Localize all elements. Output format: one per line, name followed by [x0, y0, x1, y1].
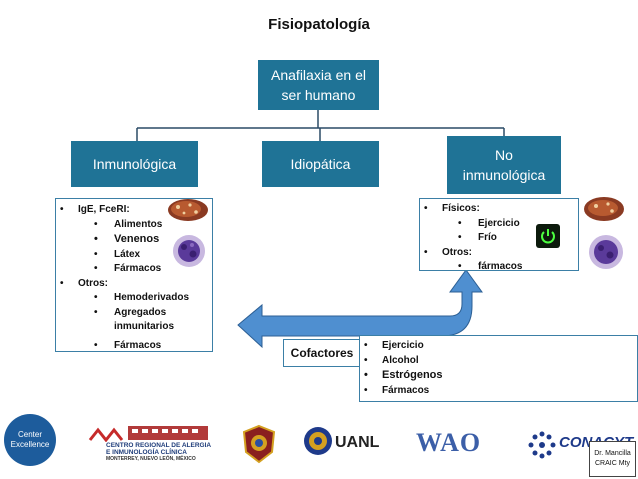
author-note-line2: CRAIC Mty — [595, 460, 630, 467]
cofactors-panel: Ejercicio Alcohol Estrógenos Fármacos — [359, 335, 638, 402]
category-immunologic-label: Inmunológica — [92, 155, 177, 172]
non-immunologic-list: Físicos: Ejercicio Frío Otros: fármacos — [420, 202, 578, 275]
cofactors-list: Ejercicio Alcohol Estrógenos Fármacos — [360, 339, 637, 398]
list-item: Hemoderivados — [56, 291, 212, 306]
category-idiopathic-label: Idiopática — [290, 155, 351, 172]
centro-line2: E INMUNOLOGÍA CLÍNICA — [106, 449, 188, 456]
cofactors-label: Cofactores — [283, 339, 361, 367]
immunologic-panel: IgE, FceRI: Alimentos Venenos Látex Fárm… — [55, 198, 213, 353]
root-box: Anafilaxia en el ser humano — [258, 60, 379, 110]
centro-line1: CENTRO REGIONAL DE ALERGIA — [106, 442, 212, 449]
list-item: Estrógenos — [360, 368, 637, 384]
category-immunologic: Inmunológica — [71, 141, 198, 187]
list-item: Látex — [56, 248, 212, 263]
logo-uanl: UANL — [303, 424, 379, 468]
list-item: Físicos: — [420, 202, 578, 217]
page-title: Fisiopatología — [268, 16, 370, 33]
list-item: Venenos — [56, 232, 212, 248]
list-item: Ejercicio — [360, 339, 637, 354]
list-item: Fármacos — [56, 339, 212, 354]
mast-cell-image-2 — [584, 197, 624, 221]
logo-seal — [242, 424, 276, 464]
root-label: Anafilaxia en el ser humano — [271, 66, 366, 103]
category-non-immunologic: No inmunológica — [447, 136, 561, 194]
list-item: Alcohol — [360, 354, 637, 369]
category-idiopathic: Idiopática — [262, 141, 379, 187]
logo-wao: WAO — [416, 428, 502, 464]
immunologic-list: IgE, FceRI: Alimentos Venenos Látex Fárm… — [56, 203, 212, 353]
basophil-image-2 — [589, 235, 623, 269]
list-item: Ejercicio — [420, 217, 578, 232]
wao-text: WAO — [416, 428, 482, 457]
author-note: Dr. Mancilla CRAIC Mty — [589, 441, 636, 477]
list-item: fármacos — [420, 260, 578, 275]
list-item: Otros: — [420, 246, 578, 261]
logo-wao-center-line1: Center — [17, 430, 42, 440]
logo-wao-center-line2: Excellence — [10, 440, 50, 449]
list-item: Fármacos — [360, 384, 637, 399]
conacyt-dots-icon — [528, 431, 556, 459]
list-item: Alimentos — [56, 218, 212, 233]
mast-cell-image — [168, 199, 208, 221]
basophil-image — [173, 235, 205, 267]
centro-building-icon — [88, 426, 208, 442]
list-item: Fármacos — [56, 262, 212, 277]
uanl-seal-icon — [304, 427, 332, 455]
logo-centro-regional: CENTRO REGIONAL DE ALERGIA E INMUNOLOGÍA… — [88, 424, 218, 470]
power-icon — [536, 224, 560, 248]
list-item: Frío — [420, 231, 578, 246]
centro-line3: MONTERREY, NUEVO LEÓN, MÉXICO — [106, 456, 196, 462]
category-non-immunologic-label: No inmunológica — [462, 146, 546, 183]
list-item: IgE, FceRI: — [56, 203, 212, 218]
logo-wao-center: Center Excellence — [4, 414, 56, 466]
uanl-text: UANL — [335, 434, 380, 451]
author-note-line1: Dr. Mancilla — [594, 449, 631, 457]
list-item: Agregados inmunitarios — [56, 306, 194, 335]
list-item: Otros: — [56, 277, 212, 292]
